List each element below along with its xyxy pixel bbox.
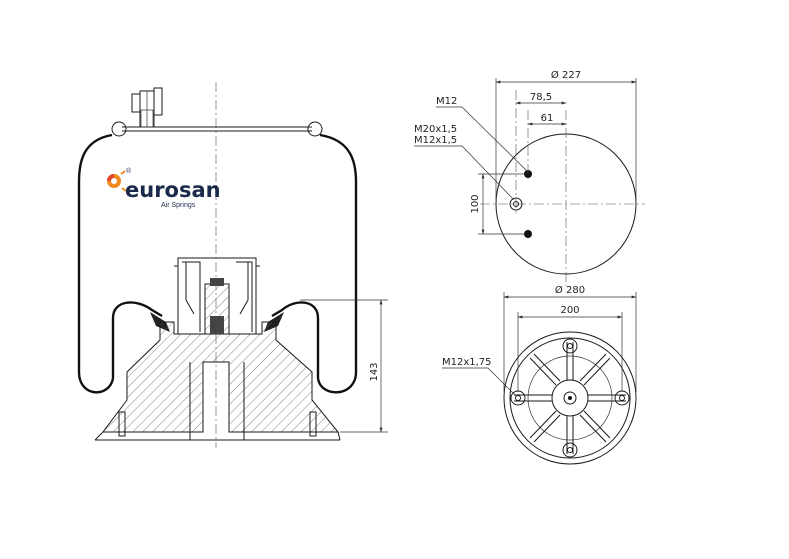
- m12-leader: [436, 106, 529, 173]
- bottom-stud-right: [309, 411, 317, 437]
- spacing-label: 100: [470, 194, 481, 213]
- bump-stop: [174, 257, 260, 335]
- dim-height: [300, 299, 388, 433]
- base-outer-circle: [503, 331, 637, 465]
- bolt-circle-label: 200: [560, 305, 579, 316]
- thread-air-label: M20x1,5: [414, 124, 457, 135]
- top-stud-fitting: [131, 87, 163, 128]
- bottom-thread-label: M12x1,75: [442, 357, 492, 368]
- m12x175-leader: [442, 367, 516, 396]
- top-plate-right-roll: [307, 121, 323, 137]
- base-ribs: [514, 342, 626, 454]
- top-plan-view: Ø 227 78,5 61 100 M12 M20x1,5 M12x1,5: [414, 69, 645, 286]
- thread-air-label-2: M12x1,5: [414, 135, 457, 146]
- eurosan-logo: eurosan ® Air Springs: [107, 167, 221, 209]
- bottom-stud-left: [118, 411, 126, 437]
- base-chamfer-l: [94, 431, 104, 441]
- top-plate: [122, 126, 312, 132]
- logo-mark-icon: [107, 170, 127, 192]
- top-plate-left-roll: [111, 121, 127, 137]
- logo-registered: ®: [126, 167, 132, 175]
- bottom-diameter-label: Ø 280: [555, 284, 585, 296]
- m20-leader: [414, 145, 515, 201]
- offset-outer-label: 78,5: [530, 92, 552, 103]
- base-inner-circle: [509, 337, 631, 459]
- side-section-view: 143: [77, 82, 388, 448]
- base-rib-circle: [527, 355, 613, 441]
- hub-bore: [563, 391, 577, 405]
- stud-hole-bottom: [524, 230, 532, 238]
- logo-tagline: Air Springs: [161, 202, 196, 209]
- rubber-bellows: [77, 133, 163, 394]
- offset-inner-label: 61: [541, 113, 554, 124]
- logo-brand: eurosan: [125, 178, 221, 202]
- thread-stud-label: M12: [436, 96, 457, 107]
- hub-circle: [551, 379, 589, 417]
- hub-center: [568, 396, 572, 400]
- bottom-plan-view: Ø 280 200 M12x1,75: [442, 284, 637, 465]
- height-dimension-label: 143: [369, 362, 380, 381]
- base-chamfer-r: [337, 431, 341, 441]
- piston-section: [102, 321, 340, 433]
- top-diameter-label: Ø 227: [551, 69, 581, 81]
- rubber-bellows-right: [271, 133, 358, 394]
